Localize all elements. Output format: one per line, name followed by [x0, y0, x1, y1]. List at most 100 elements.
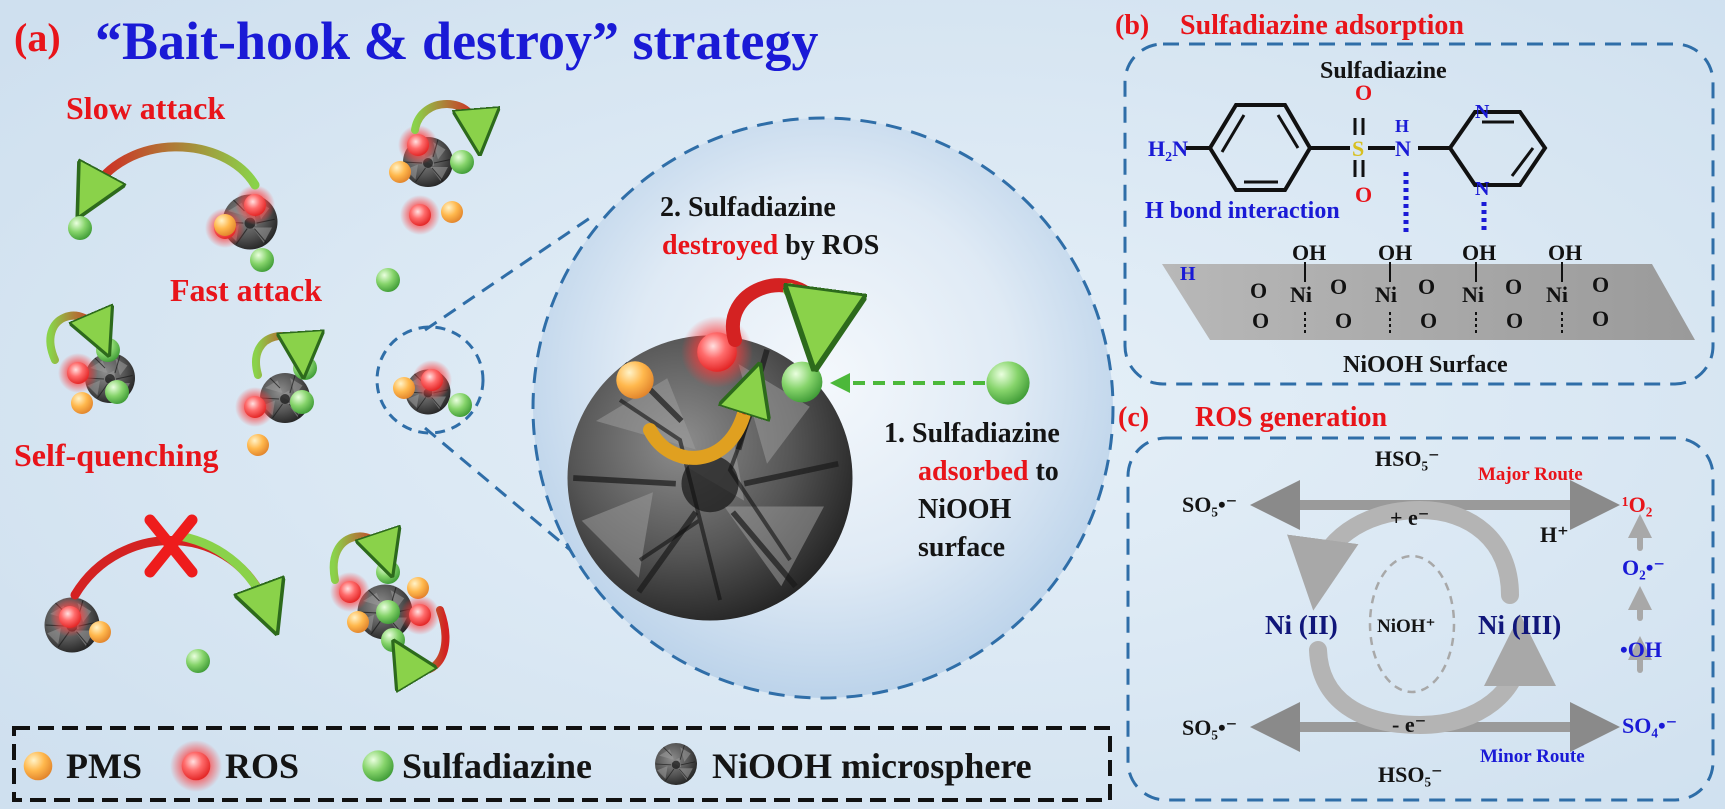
molecule-name: Sulfadiazine [1320, 58, 1447, 84]
step1-line1: 1. Sulfadiazine [884, 418, 1060, 449]
svg-text:O: O [1505, 274, 1522, 299]
svg-text:O: O [1355, 80, 1372, 105]
so5-bottom: SO₅•⁻ [1182, 715, 1238, 740]
svg-text:O: O [1355, 182, 1372, 207]
step1-line2: adsorbed to [918, 456, 1059, 488]
h-plus: H⁺ [1540, 522, 1569, 547]
panel-c-tag: (c) [1118, 402, 1150, 433]
hso5-top: HSO₅⁻ [1375, 446, 1440, 471]
sdz-particle [68, 216, 92, 240]
legend-ros-icon [170, 740, 222, 792]
sdz-particle [986, 361, 1030, 405]
zoomed-niooh-sphere [568, 278, 1030, 620]
pms-particle [347, 611, 369, 633]
svg-text:Ni: Ni [1375, 282, 1397, 307]
svg-text:Ni: Ni [1290, 282, 1312, 307]
panel-c-box [1126, 436, 1715, 802]
reaction-arrow [643, 403, 752, 465]
major-route: Major Route [1478, 464, 1583, 485]
legend-pms-icon [23, 751, 53, 781]
sdz-particle [186, 649, 210, 673]
panel-b-tag: (b) [1115, 10, 1150, 41]
svg-text:OH: OH [1548, 240, 1582, 265]
slow-attack-label: Slow attack [66, 90, 226, 126]
step1-line4: surface [918, 532, 1006, 563]
cycle-arrows [1250, 480, 1652, 752]
panel-a-title: “Bait-hook & destroy” strategy [95, 11, 819, 71]
svg-text:N: N [1395, 136, 1411, 161]
svg-text:O: O [1592, 306, 1609, 331]
svg-text:O: O [1418, 274, 1435, 299]
sulfate: SO₄•⁻ [1622, 713, 1678, 738]
ros-particle [235, 387, 275, 427]
svg-text:O: O [1335, 308, 1352, 333]
svg-text:S: S [1352, 136, 1364, 161]
sdz-particle [376, 560, 400, 584]
sdz-particle [105, 380, 129, 404]
panel-a-tag: (a) [14, 15, 61, 60]
slow-attack-arrow [90, 142, 260, 195]
nioh-label: NiOH⁺ [1377, 616, 1436, 637]
minus-e: - e⁻ [1392, 712, 1427, 737]
sphere-cluster-top [389, 100, 478, 235]
svg-text:H2N: H2N [1148, 136, 1188, 165]
legend-sdz-icon [362, 750, 394, 782]
step1-line3: NiOOH [918, 494, 1012, 525]
hso5-bottom: HSO₅⁻ [1378, 762, 1443, 787]
sdz-particle [96, 338, 120, 362]
pms-particle [247, 434, 269, 456]
cross-icon [144, 514, 198, 578]
svg-text:OH: OH [1292, 240, 1326, 265]
fast-attack-middle [235, 336, 317, 456]
svg-text:O: O [1330, 274, 1347, 299]
ros-particle [400, 595, 440, 635]
step1-to: to [1035, 456, 1059, 487]
ni-oh-bonds [1304, 262, 1563, 335]
svg-text:OH: OH [1462, 240, 1496, 265]
plus-e: + e⁻ [1390, 505, 1430, 530]
ros-particle [681, 316, 753, 388]
svg-text:O: O [1592, 272, 1609, 297]
pms-particle [71, 392, 93, 414]
ni2-label: Ni (II) [1265, 610, 1338, 640]
svg-text:O: O [1420, 308, 1437, 333]
step2-line1: 2. Sulfadiazine [660, 192, 836, 223]
ros-particle [400, 195, 440, 235]
sdz-particle [381, 628, 405, 652]
hydroxyl: •OH [1620, 637, 1662, 662]
legend-niooh-label: NiOOH microsphere [712, 746, 1032, 786]
svg-text:N: N [1475, 178, 1490, 200]
ni3-label: Ni (III) [1478, 610, 1562, 640]
sdz-particle [376, 600, 400, 624]
pms-particle [441, 201, 463, 223]
h-bond-label: H bond interaction [1145, 198, 1340, 224]
self-quenching-label: Self-quenching [14, 437, 219, 473]
fast-attack-label: Fast attack [170, 272, 322, 308]
legend-niooh-icon [654, 742, 698, 786]
sdz-particle [376, 268, 400, 292]
sdz-particle [448, 393, 472, 417]
slow-attack-group [68, 142, 279, 272]
sulfadiazine-structure [1186, 103, 1548, 192]
h-bond-lines [1403, 172, 1487, 232]
pms-particle [616, 361, 654, 399]
legend-sdz-label: Sulfadiazine [402, 746, 593, 786]
legend-pms-label: PMS [66, 746, 142, 786]
svg-text:Ni: Ni [1462, 282, 1484, 307]
pms-particle [89, 621, 111, 643]
sdz-particle [450, 150, 474, 174]
pms-particle [214, 214, 236, 236]
step2-line2: destroyed by ROS [662, 230, 879, 262]
singlet-o2: ¹O₂ [1622, 492, 1653, 517]
legend-ros-label: ROS [225, 746, 300, 786]
ros-particle [58, 353, 98, 393]
sdz-particle [290, 390, 314, 414]
pms-particle [389, 161, 411, 183]
self-quenching-group [43, 514, 473, 673]
step1-adsorbed: adsorbed [918, 456, 1029, 487]
legend-box [12, 726, 1112, 802]
svg-text:O: O [1506, 308, 1523, 333]
